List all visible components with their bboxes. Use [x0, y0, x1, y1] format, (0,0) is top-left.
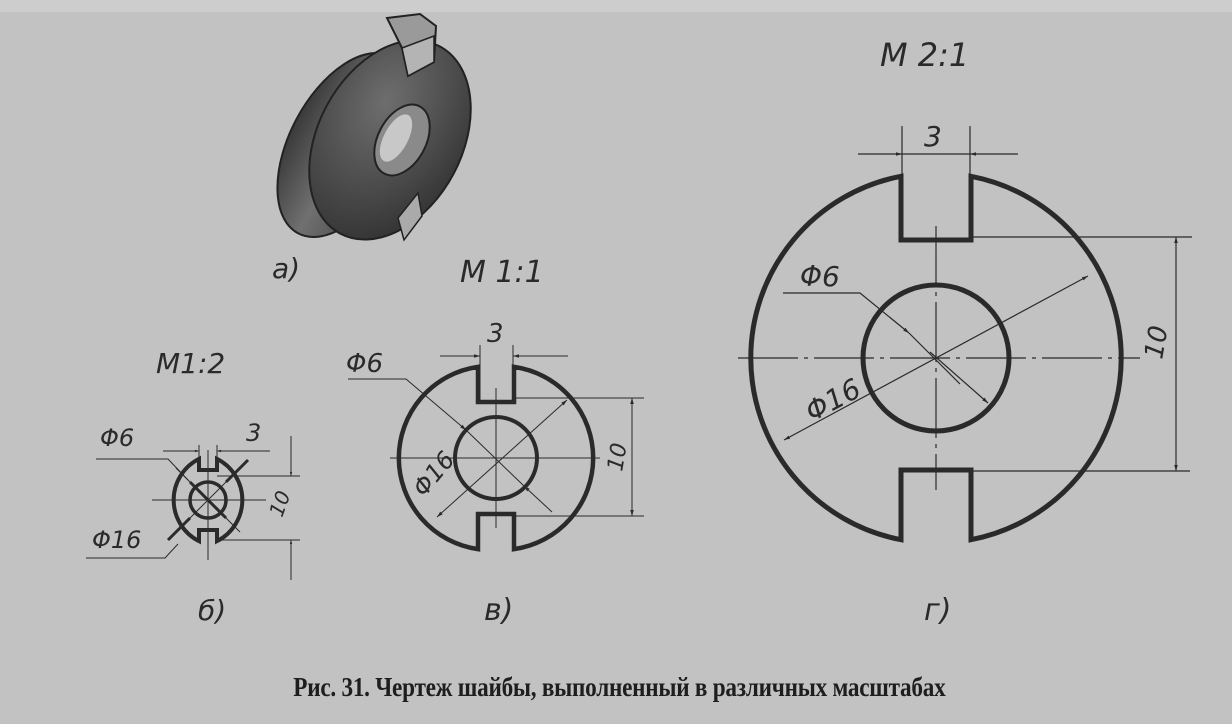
- view-g-label: г): [924, 593, 951, 628]
- view-b-slot-distance: 10: [264, 488, 295, 520]
- view-b-slot-width: 3: [246, 419, 261, 447]
- view-v-outer-diameter: Φ16: [407, 446, 460, 502]
- view-v-slot-width: 3: [487, 319, 504, 349]
- figure-caption: Рис. 31. Чертеж шайбы, выполненный в раз…: [293, 672, 946, 702]
- view-g-inner-diameter: Φ6: [800, 260, 840, 293]
- view-b-label: б): [198, 594, 226, 627]
- view-g-drawing: [738, 126, 1192, 543]
- view-v-scale: M 1:1: [460, 255, 544, 290]
- view-g-outer-diameter: Φ16: [800, 372, 866, 428]
- view-g-scale: M 2:1: [880, 36, 969, 74]
- view-b-inner-diameter: Φ6: [100, 424, 134, 452]
- view-v-drawing: [348, 345, 644, 552]
- view-b-outer-diameter: Φ16: [92, 526, 141, 554]
- view-v-slot-distance: 10: [603, 441, 632, 473]
- scan-top-band: [0, 0, 1232, 12]
- view-v-label: в): [484, 593, 513, 628]
- view-b-drawing: [86, 436, 300, 580]
- view-b-scale: M1:2: [156, 347, 225, 380]
- view-g-slot-distance: 10: [1139, 323, 1174, 361]
- view-a-isometric-washer: [276, 12, 472, 242]
- view-a-label: а): [272, 252, 300, 285]
- view-v-inner-diameter: Φ6: [346, 349, 383, 379]
- view-g-slot-width: 3: [924, 120, 942, 153]
